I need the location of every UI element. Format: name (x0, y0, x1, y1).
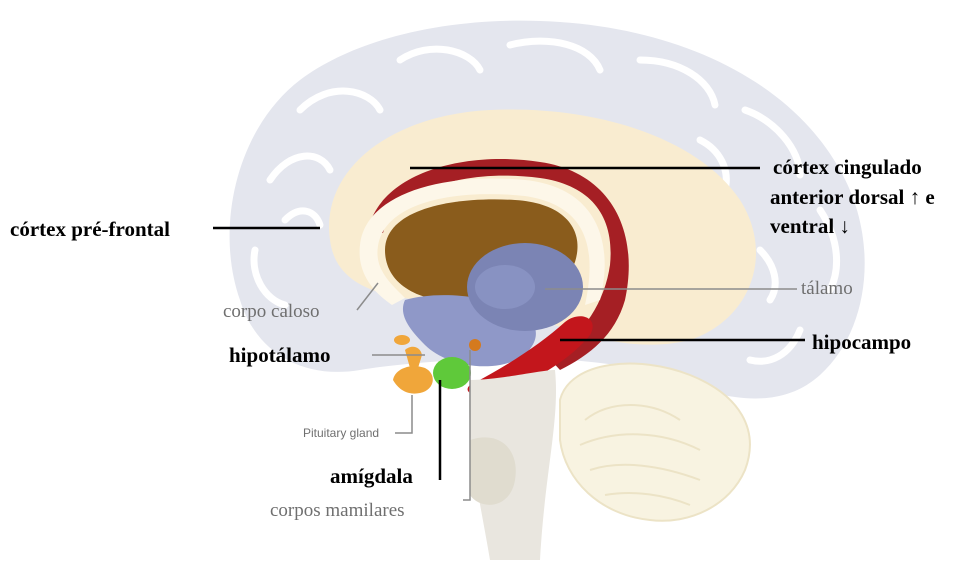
label-pituitary-gland: Pituitary gland (303, 427, 379, 439)
amygdala (433, 357, 471, 389)
label-cortex-pre-frontal: córtex pré-frontal (10, 219, 170, 240)
pituitary-gland-shape (393, 366, 433, 393)
leader-pituitary (395, 395, 412, 433)
label-cortex-cingulado-line2: anterior dorsal ↑ e (770, 187, 935, 208)
label-cortex-cingulado-line1: córtex cingulado (773, 157, 922, 178)
label-amigdala: amígdala (330, 466, 413, 487)
label-corpos-mamilares: corpos mamilares (270, 501, 405, 520)
pituitary-stalk (405, 347, 422, 368)
optic-chiasm (394, 335, 410, 345)
label-hipocampo: hipocampo (812, 332, 911, 353)
mammillary-body (469, 339, 481, 351)
label-talamo: tálamo (801, 279, 853, 298)
thalamus-highlight (475, 265, 535, 309)
label-hipotalamo: hipotálamo (229, 345, 331, 366)
label-corpo-caloso: corpo caloso (223, 302, 320, 321)
label-cortex-cingulado-line3: ventral ↓ (770, 216, 850, 237)
